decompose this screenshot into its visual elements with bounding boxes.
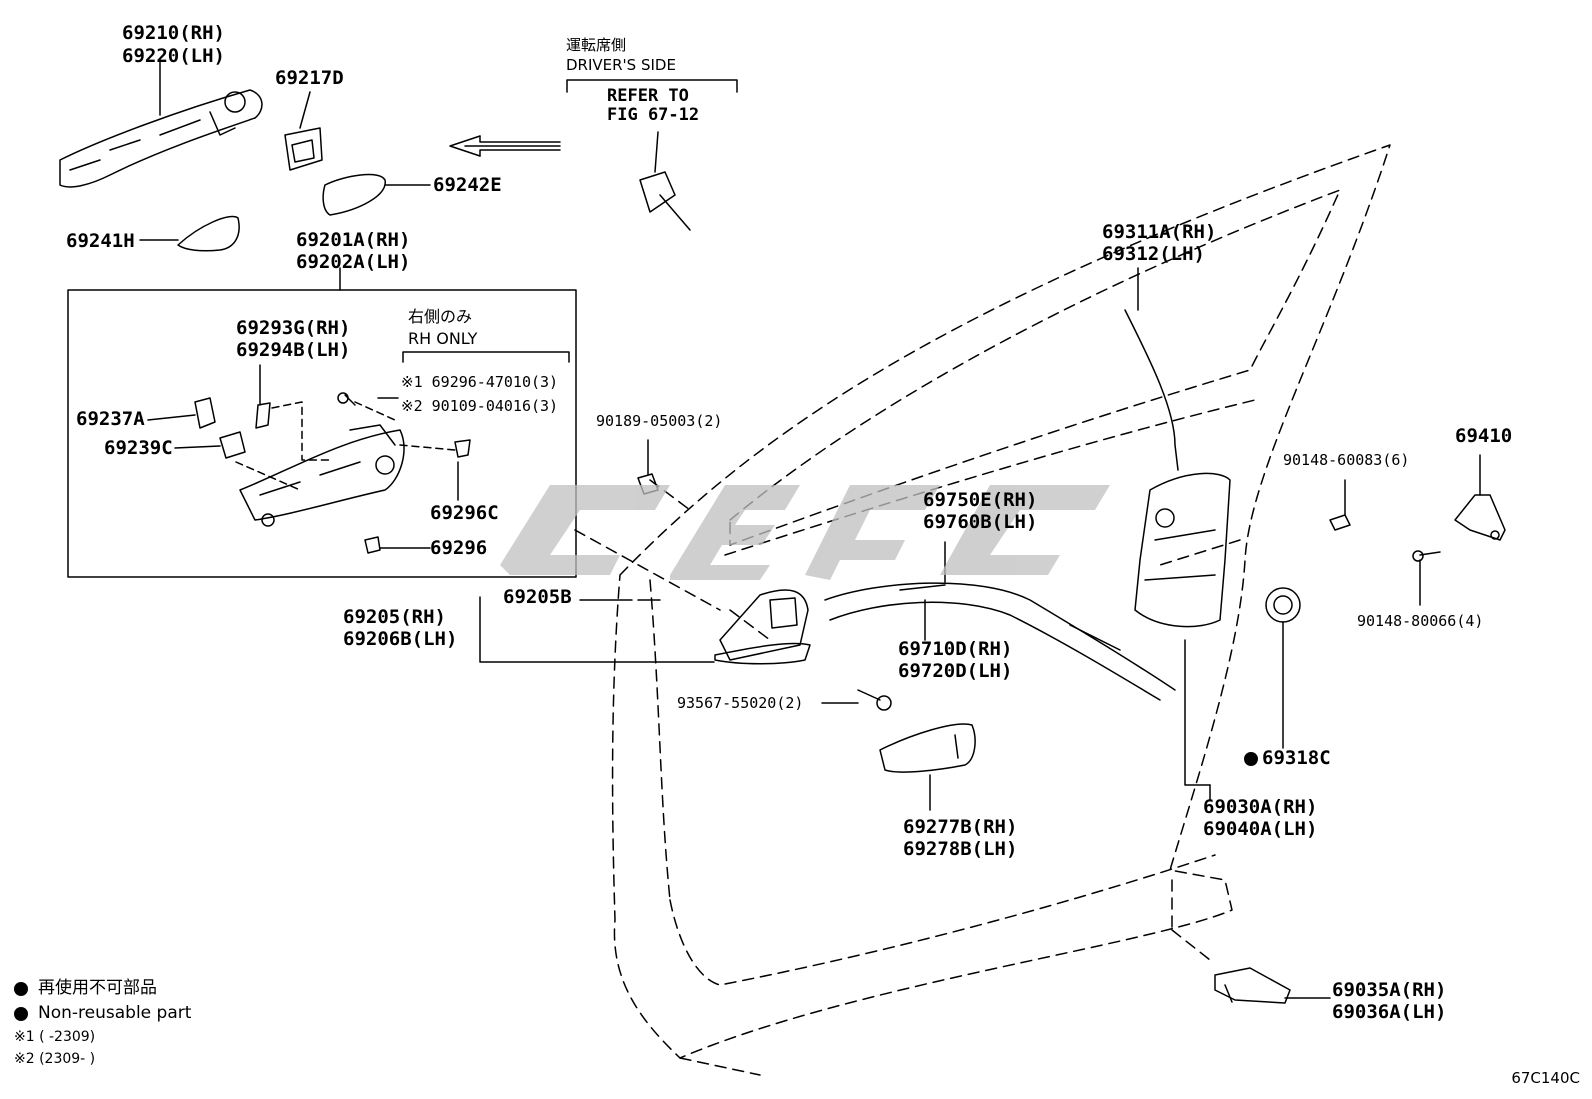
rh-only-en: RH ONLY bbox=[408, 329, 478, 348]
label-69237A[interactable]: 69237A bbox=[76, 408, 145, 430]
label-69040A-lh[interactable]: 69040A(LH) bbox=[1203, 818, 1318, 840]
label-69239C[interactable]: 69239C bbox=[104, 437, 173, 459]
label-69750E-rh[interactable]: 69750E(RH) bbox=[923, 489, 1038, 511]
driver-side-jp: 運転席側 bbox=[566, 36, 627, 54]
figure-code: 67C140C bbox=[1511, 1069, 1580, 1087]
label-69293G-rh[interactable]: 69293G(RH) bbox=[236, 317, 351, 339]
legend-en: Non-reusable part bbox=[38, 1003, 192, 1023]
lock-assembly-69030A bbox=[1134, 472, 1231, 801]
label-69242E[interactable]: 69242E bbox=[433, 174, 502, 196]
watermark-logo bbox=[500, 485, 1110, 580]
label-69206B-lh[interactable]: 69206B(LH) bbox=[343, 628, 458, 650]
label-90109-04016[interactable]: ※2 90109-04016(3) bbox=[401, 397, 559, 415]
legend-note-1: ※1 ( -2309) bbox=[14, 1029, 96, 1045]
outside-handle-69210 bbox=[59, 59, 263, 188]
frame-assembly-dashed-leaders bbox=[235, 401, 456, 491]
direction-arrow bbox=[449, 135, 561, 157]
cover-69217D bbox=[284, 91, 323, 171]
label-69220-lh[interactable]: 69220(LH) bbox=[122, 45, 225, 67]
label-69205B[interactable]: 69205B bbox=[503, 586, 572, 608]
rh-only-bracket bbox=[402, 351, 570, 363]
non-reusable-dot-icon bbox=[14, 1006, 28, 1021]
label-69410[interactable]: 69410 bbox=[1455, 425, 1513, 447]
label-69217D[interactable]: 69217D bbox=[275, 67, 344, 89]
striker-69410 bbox=[1454, 454, 1506, 541]
label-69202A-lh[interactable]: 69202A(LH) bbox=[296, 251, 411, 273]
legend-note-2: ※2 (2309- ) bbox=[14, 1051, 96, 1067]
label-69030A-rh[interactable]: 69030A(RH) bbox=[1203, 796, 1318, 818]
door-outline bbox=[574, 144, 1391, 1076]
pad-69277B bbox=[879, 723, 976, 811]
non-reusable-dot-icon bbox=[14, 981, 28, 996]
label-69035A-rh[interactable]: 69035A(RH) bbox=[1332, 979, 1447, 1001]
label-69318C[interactable]: 69318C bbox=[1262, 747, 1331, 769]
label-69294B-lh[interactable]: 69294B(LH) bbox=[236, 339, 351, 361]
label-69036A-lh[interactable]: 69036A(LH) bbox=[1332, 1001, 1447, 1023]
screw-90148-80066 bbox=[1412, 550, 1441, 606]
inside-handle-69205 bbox=[479, 589, 811, 665]
driver-side-bracket bbox=[566, 79, 738, 93]
seal-69318C bbox=[1265, 587, 1301, 749]
driver-side-part bbox=[639, 131, 691, 231]
cap-69241H bbox=[139, 215, 240, 252]
label-69241H[interactable]: 69241H bbox=[66, 230, 135, 252]
refer-to-line1: REFER TO bbox=[607, 86, 689, 106]
label-69205-rh[interactable]: 69205(RH) bbox=[343, 606, 446, 628]
frame-assembly-parts bbox=[147, 364, 471, 554]
cover-69035A bbox=[1214, 967, 1331, 1004]
label-69311A-rh[interactable]: 69311A(RH) bbox=[1102, 221, 1217, 243]
label-69278B-lh[interactable]: 69278B(LH) bbox=[903, 838, 1018, 860]
label-69710D-rh[interactable]: 69710D(RH) bbox=[898, 638, 1013, 660]
legend-jp: 再使用不可部品 bbox=[38, 978, 157, 998]
label-69277B-rh[interactable]: 69277B(RH) bbox=[903, 816, 1018, 838]
inside-handle-frame-box bbox=[67, 289, 577, 578]
label-69210-rh[interactable]: 69210(RH) bbox=[122, 22, 225, 44]
label-69760B-lh[interactable]: 69760B(LH) bbox=[923, 511, 1038, 533]
pad-69242E bbox=[322, 173, 431, 216]
rh-only-jp: 右側のみ bbox=[408, 307, 473, 326]
screw-90148-60083 bbox=[1329, 479, 1351, 531]
label-69296C[interactable]: 69296C bbox=[430, 502, 499, 524]
label-69201A-rh[interactable]: 69201A(RH) bbox=[296, 229, 411, 251]
label-69312-lh[interactable]: 69312(LH) bbox=[1102, 243, 1205, 265]
rod-69311A bbox=[1124, 267, 1179, 471]
label-90148-80066[interactable]: 90148-80066(4) bbox=[1357, 612, 1484, 630]
label-69296[interactable]: 69296 bbox=[430, 537, 488, 559]
rh-only-block: 右側のみ RH ONLY bbox=[408, 306, 477, 350]
label-93567-55020[interactable]: 93567-55020(2) bbox=[677, 694, 804, 712]
non-reusable-dot-69318C bbox=[1244, 752, 1258, 766]
screw-93567 bbox=[821, 689, 892, 711]
legend: 再使用不可部品 Non-reusable part ※1 ( -2309) ※2… bbox=[14, 976, 191, 1070]
legend-row-jp: 再使用不可部品 bbox=[14, 976, 191, 1001]
legend-row-en: Non-reusable part bbox=[14, 1001, 191, 1026]
label-69720D-lh[interactable]: 69720D(LH) bbox=[898, 660, 1013, 682]
refer-to-line2[interactable]: FIG 67-12 bbox=[607, 105, 700, 125]
label-69296-47010[interactable]: ※1 69296-47010(3) bbox=[401, 373, 559, 391]
driver-side-en: DRIVER'S SIDE bbox=[566, 56, 676, 74]
cables-69750-69710 bbox=[824, 541, 1176, 701]
label-90189-05003[interactable]: 90189-05003(2) bbox=[596, 412, 723, 430]
label-90148-60083[interactable]: 90148-60083(6) bbox=[1283, 451, 1410, 469]
